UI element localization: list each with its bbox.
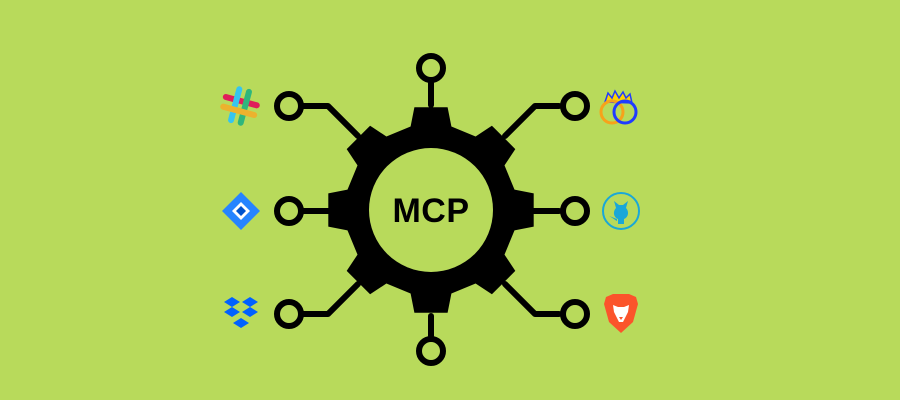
dropbox-icon	[224, 297, 258, 328]
brave-icon	[604, 294, 638, 333]
dropbox-bottom	[233, 318, 249, 328]
dropbox-mid-left	[224, 307, 240, 317]
dropbox-top-left	[224, 297, 240, 307]
brave-lion	[613, 305, 629, 322]
github-icon	[602, 192, 640, 230]
gear-icon: MCP	[328, 107, 534, 313]
dropbox-top-right	[242, 297, 258, 307]
connector-lines	[300, 80, 562, 339]
slack-bar-1	[222, 94, 260, 109]
github-octocat	[609, 201, 629, 224]
slack-bar-2	[228, 86, 243, 124]
jira-diamond-core	[236, 206, 246, 216]
jira-icon	[222, 192, 260, 230]
node-left-middle	[274, 196, 304, 226]
center-label: MCP	[392, 192, 469, 230]
node-top	[416, 53, 446, 83]
slack-bar-4	[220, 103, 258, 118]
node-left-bottom	[274, 299, 304, 329]
ring-left	[599, 99, 625, 125]
connector-line-right-bottom	[502, 281, 562, 317]
node-right-top	[560, 91, 590, 121]
ring-right	[612, 99, 638, 125]
connector-line-left-bottom	[300, 281, 361, 317]
connector-nodes	[274, 53, 590, 366]
brave-nose	[619, 317, 623, 320]
connector-line-right-top	[502, 103, 562, 139]
node-right-middle	[560, 196, 590, 226]
node-right-bottom	[560, 299, 590, 329]
node-bottom	[416, 336, 446, 366]
dropbox-mid-right	[242, 307, 258, 317]
connector-line-left-top	[300, 103, 361, 139]
gear-center	[369, 148, 493, 272]
slack-icon	[220, 86, 260, 126]
slack-bar-3	[237, 88, 252, 126]
grafana-rings-icon	[599, 89, 638, 125]
node-left-top	[274, 91, 304, 121]
